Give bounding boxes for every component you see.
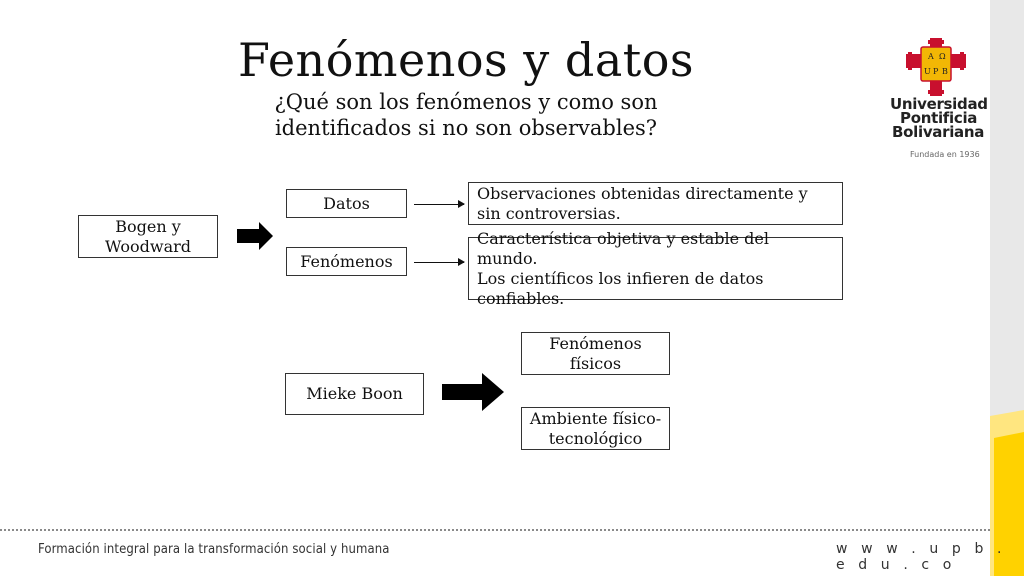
logo-line-pontificia: Pontificia	[900, 109, 978, 127]
yellow-corner-decoration	[990, 410, 1024, 576]
box-fenomenos-fisicos: Fenómenos físicos	[521, 332, 670, 375]
university-logo: A Ω U P B Universidad Pontificia Bolivar…	[888, 38, 988, 162]
page-subtitle: ¿Qué son los fenómenos y como son identi…	[274, 90, 658, 140]
arrow-datos-to-desc	[414, 200, 465, 208]
footer-url[interactable]: w w w . u p b . e d u . c o	[836, 541, 1007, 573]
shield-letter-b: B	[942, 67, 948, 76]
shield-letter-omega: Ω	[939, 52, 946, 61]
arrow-boon-to-nodes	[442, 373, 504, 411]
shield-letter-u: U	[924, 67, 931, 76]
page-title: Fenómenos y datos	[237, 33, 695, 87]
box-desc-datos: Observaciones obtenidas directamente y s…	[468, 182, 843, 225]
box-datos: Datos	[286, 189, 407, 218]
footer-divider	[0, 529, 990, 531]
shield-letter-p: P	[933, 67, 939, 76]
box-mieke-boon: Mieke Boon	[285, 373, 424, 415]
logo-line-bolivariana: Bolivariana	[892, 123, 985, 141]
shield-letter-a: A	[927, 52, 934, 61]
box-desc-fenomenos: Característica objetiva y estable del mu…	[468, 229, 843, 308]
box-ambiente-fisico: Ambiente físico- tecnológico	[521, 407, 670, 450]
box-fenomenos: Fenómenos	[286, 247, 407, 276]
shield-icon: A Ω U P B	[906, 38, 966, 96]
box-bogen-woodward: Bogen y Woodward	[78, 215, 218, 258]
logo-line-universidad: Universidad	[890, 95, 988, 113]
footer-tagline: Formación integral para la transformació…	[38, 542, 390, 557]
logo-founded: Fundada en 1936	[910, 150, 980, 159]
arrow-bogen-to-nodes	[237, 222, 273, 250]
arrow-fenomenos-to-desc	[414, 258, 465, 266]
